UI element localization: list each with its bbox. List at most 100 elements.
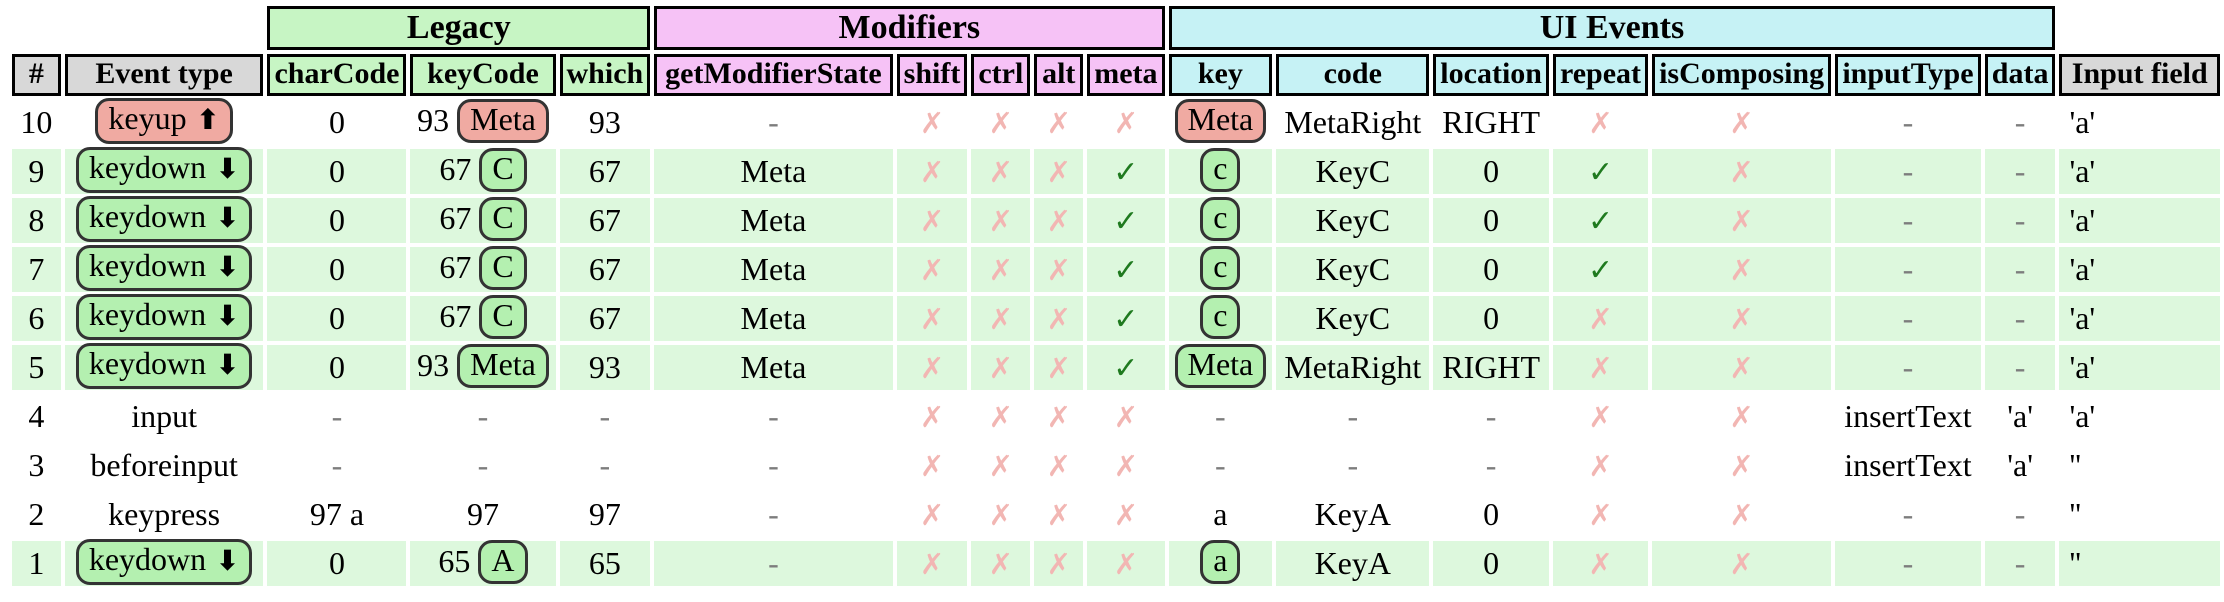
cell-isComposing: ✗: [1652, 198, 1832, 243]
cross-icon: ✗: [1729, 547, 1754, 581]
key-badge: Meta: [1174, 344, 1267, 389]
cell-value: Meta: [740, 153, 807, 189]
cell-key: Meta: [1168, 344, 1273, 390]
cell-shift: ✗: [896, 296, 968, 341]
cell-getModifierState: Meta: [654, 198, 893, 243]
dash-placeholder: -: [768, 545, 779, 581]
cell-location: 0: [1433, 198, 1549, 243]
event-type-badge: keydown ⬇: [75, 146, 253, 193]
cell-inputType: -: [1835, 296, 1981, 341]
cell-code: -: [1276, 443, 1429, 488]
cross-icon: ✗: [1729, 155, 1754, 189]
cell-isComposing: ✗: [1652, 492, 1831, 537]
cell-key: c: [1168, 197, 1273, 243]
cell-value: 'a': [2007, 398, 2033, 434]
cell-value: 5: [28, 349, 45, 385]
cell-value: Meta: [740, 202, 807, 238]
cell-ctrl: ✗: [971, 296, 1031, 341]
cell-event-type: keydown ⬇: [64, 293, 264, 341]
cell-which: 97: [560, 492, 651, 537]
key-badge: a: [1200, 540, 1241, 585]
cell-value: 67: [588, 153, 621, 189]
dash-placeholder: -: [477, 398, 489, 434]
keycode-value: 65: [438, 542, 471, 579]
cell-shift: ✗: [896, 541, 968, 586]
cell-charCode: 0: [267, 247, 407, 292]
cross-icon: ✗: [1113, 400, 1138, 434]
cross-icon: ✗: [1046, 498, 1071, 532]
cell-key: c: [1168, 295, 1273, 341]
cell-charCode: -: [267, 394, 406, 439]
cell-value: 93: [588, 104, 621, 140]
col-header-which: which: [559, 54, 651, 96]
key-badge: c: [1200, 295, 1241, 340]
cell-key: Meta: [1169, 99, 1273, 145]
cell-location: 0: [1433, 492, 1549, 537]
cell-value: 97 a: [309, 496, 365, 532]
badge-label: Meta: [1187, 346, 1254, 383]
cell-input-field: '': [2059, 541, 2220, 586]
badge-label: C: [492, 297, 514, 334]
badge-label: keydown: [88, 540, 207, 577]
cell-code: KeyA: [1276, 492, 1429, 537]
cell-num: 7: [12, 247, 61, 292]
cell-isComposing: ✗: [1652, 149, 1832, 194]
cell-ctrl: ✗: [971, 492, 1030, 537]
badge-label: keydown: [88, 197, 207, 234]
cell-key: -: [1169, 443, 1273, 488]
down-arrow-icon: ⬇: [206, 347, 240, 381]
cross-icon: ✗: [919, 155, 945, 189]
cell-data: -: [1984, 541, 2056, 586]
cell-which: 67: [559, 198, 651, 243]
cross-icon: ✗: [1113, 449, 1138, 483]
cell-meta: ✗: [1087, 394, 1164, 439]
cell-value: 97: [466, 496, 499, 532]
event-type-badge: keydown ⬇: [75, 538, 253, 585]
cell-value: 9: [28, 153, 45, 189]
cell-value: 0: [1483, 202, 1500, 238]
cell-isComposing: ✗: [1652, 394, 1831, 439]
cell-meta: ✗: [1087, 443, 1164, 488]
dash-placeholder: -: [1902, 153, 1914, 189]
cell-data: 'a': [1985, 394, 2056, 439]
cross-icon: ✗: [919, 106, 945, 140]
cell-isComposing: ✗: [1652, 541, 1832, 586]
cell-inputType: -: [1835, 100, 1981, 145]
cell-value: 'a': [2069, 104, 2096, 140]
cell-num: 3: [12, 443, 61, 488]
cell-charCode: 0: [267, 100, 406, 145]
cell-value: 4: [28, 398, 45, 434]
dash-placeholder: -: [2014, 104, 2026, 140]
badge-label: c: [1213, 150, 1228, 187]
cell-repeat: ✗: [1552, 345, 1649, 390]
cell-data: -: [1985, 492, 2056, 537]
dash-placeholder: -: [1902, 202, 1914, 238]
cell-data: -: [1984, 198, 2056, 243]
cell-shift: ✗: [896, 247, 968, 292]
cell-meta: ✓: [1087, 296, 1165, 341]
cell-value: 67: [588, 202, 621, 238]
key-badge: Meta: [1174, 99, 1267, 144]
cell-value: MetaRight: [1284, 349, 1422, 385]
dash-placeholder: -: [1902, 251, 1914, 287]
cell-value: Meta: [740, 300, 807, 336]
cell-meta: ✗: [1087, 492, 1164, 537]
cross-icon: ✗: [1046, 155, 1071, 189]
cross-icon: ✗: [1729, 449, 1754, 483]
cell-repeat: ✗: [1552, 541, 1649, 586]
badge-label: keydown: [88, 295, 207, 332]
dash-placeholder: -: [2014, 153, 2026, 189]
cross-icon: ✗: [919, 351, 945, 385]
cross-icon: ✗: [1588, 302, 1613, 336]
cell-inputType: -: [1835, 149, 1981, 194]
dash-placeholder: -: [2014, 545, 2026, 581]
cell-value: 0: [328, 545, 345, 581]
